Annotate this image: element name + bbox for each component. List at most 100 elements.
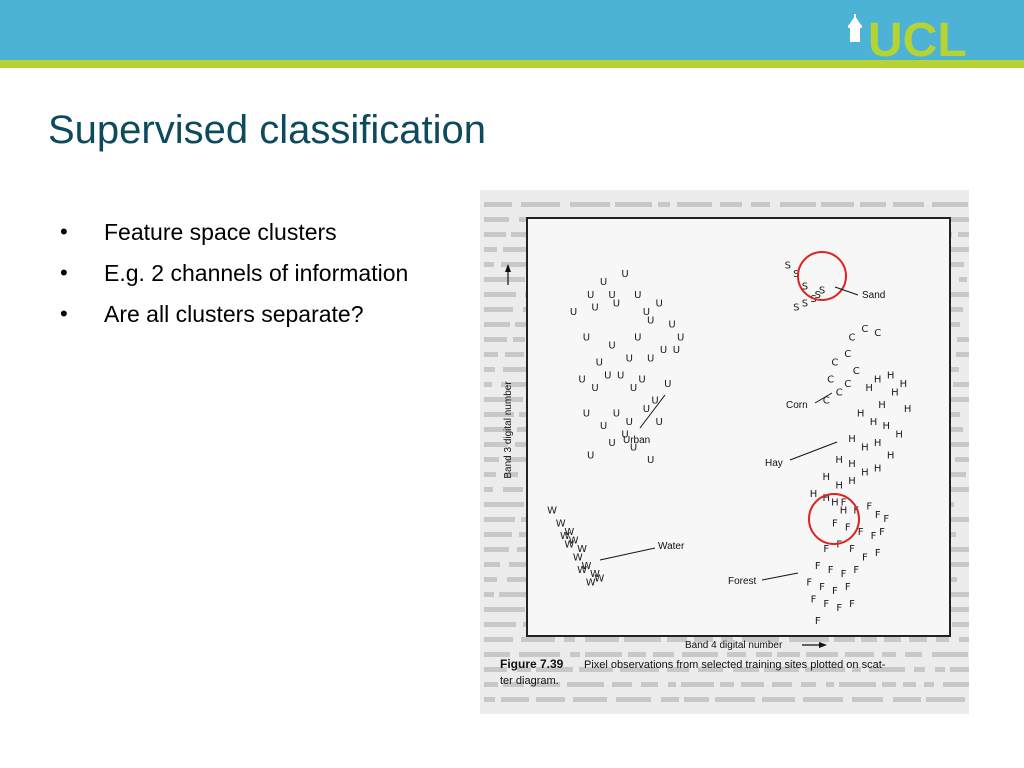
bleed-through-mark — [484, 292, 516, 297]
point-urban: U — [656, 298, 663, 309]
bleed-through-mark — [484, 352, 498, 357]
bleed-through-mark — [503, 487, 523, 492]
bleed-through-mark — [764, 667, 799, 672]
bleed-through-mark — [536, 667, 573, 672]
point-water: W — [547, 506, 557, 517]
point-hay: H — [861, 468, 869, 479]
point-urban: U — [638, 375, 645, 386]
bleed-through-mark — [935, 487, 969, 492]
point-hay: H — [904, 404, 912, 415]
logo-wordmark: UCL — [868, 14, 967, 60]
point-corn: C — [827, 375, 834, 386]
point-forest: F — [871, 531, 877, 542]
bleed-through-mark — [484, 547, 509, 552]
point-forest: F — [853, 506, 859, 517]
bleed-through-mark — [503, 367, 529, 372]
scatter-figure-svg: Band 3 digital number Band 4 digital num… — [484, 202, 969, 702]
point-urban: U — [613, 408, 620, 419]
bullet-item: • Are all clusters separate? — [58, 298, 408, 339]
bleed-through-mark — [720, 682, 734, 687]
point-urban: U — [617, 370, 624, 381]
point-forest: F — [841, 497, 847, 508]
point-urban: U — [634, 332, 641, 343]
point-urban: U — [643, 307, 650, 318]
bleed-through-mark — [484, 502, 524, 507]
point-hay: H — [891, 387, 899, 398]
bleed-through-mark — [957, 337, 969, 342]
y-axis-label: Band 3 digital number — [503, 381, 514, 479]
point-corn: C — [831, 358, 838, 369]
point-forest: F — [832, 518, 838, 529]
point-water: W — [564, 540, 574, 551]
point-water: W — [564, 527, 574, 538]
point-forest: F — [879, 527, 885, 538]
point-urban: U — [673, 345, 680, 356]
point-water: W — [573, 552, 583, 563]
bleed-through-mark — [484, 517, 515, 522]
point-urban: U — [600, 277, 607, 288]
bleed-through-mark — [585, 652, 622, 657]
bleed-through-mark — [882, 652, 896, 657]
bleed-through-mark — [505, 472, 518, 477]
bleed-through-mark — [484, 682, 498, 687]
point-urban: U — [604, 370, 611, 381]
point-forest: F — [853, 565, 859, 576]
bleed-through-mark — [484, 217, 509, 222]
bleed-through-mark — [501, 697, 529, 702]
point-urban: U — [647, 455, 654, 466]
bleed-through-mark — [721, 637, 733, 642]
bleed-through-mark — [517, 667, 531, 672]
bleed-through-mark — [801, 682, 816, 687]
bleed-through-mark — [951, 607, 969, 612]
point-water: W — [556, 518, 566, 529]
bullet-text: E.g. 2 channels of information — [104, 260, 409, 286]
bleed-through-mark — [567, 682, 604, 687]
point-forest: F — [862, 552, 868, 563]
point-corn: C — [874, 328, 881, 339]
point-corn: C — [849, 332, 856, 343]
bleed-through-mark — [893, 202, 924, 207]
bleed-through-mark — [742, 637, 779, 642]
bleed-through-mark — [484, 457, 499, 462]
bleed-through-mark — [942, 517, 969, 522]
bleed-through-mark — [932, 202, 968, 207]
bleed-through-mark — [762, 697, 795, 702]
bleed-through-mark — [521, 637, 555, 642]
point-corn: C — [844, 349, 851, 360]
bleed-through-mark — [519, 217, 531, 222]
bleed-through-mark — [958, 232, 969, 237]
bleed-through-mark — [484, 262, 494, 267]
bleed-through-mark — [952, 622, 969, 627]
bleed-through-mark — [803, 697, 843, 702]
point-sand: S — [802, 298, 808, 309]
bleed-through-mark — [935, 247, 969, 252]
point-hay: H — [848, 459, 856, 470]
bullet-marker: • — [60, 260, 68, 285]
point-hay: H — [835, 480, 843, 491]
bleed-through-mark — [667, 667, 689, 672]
bleed-through-mark — [852, 697, 883, 702]
bleed-through-mark — [903, 682, 916, 687]
label-urban: Urban — [623, 435, 650, 446]
label-hay: Hay — [765, 458, 783, 469]
bleed-through-mark — [484, 322, 510, 327]
label-sand: Sand — [862, 290, 885, 301]
point-urban: U — [596, 358, 603, 369]
point-corn: C — [836, 387, 843, 398]
ucl-logo: UCL — [848, 14, 967, 60]
point-forest: F — [806, 578, 812, 589]
bleed-through-mark — [935, 667, 945, 672]
bleed-through-mark — [884, 637, 901, 642]
bleed-through-mark — [681, 682, 714, 687]
bleed-through-mark — [484, 532, 512, 537]
point-urban: U — [587, 290, 594, 301]
bleed-through-mark — [501, 262, 540, 267]
bleed-through-mark — [777, 652, 800, 657]
bleed-through-mark — [741, 682, 764, 687]
bleed-through-mark — [484, 622, 516, 627]
bleed-through-mark — [720, 202, 742, 207]
bleed-through-mark — [484, 697, 495, 702]
bleed-through-mark — [924, 682, 934, 687]
bleed-through-mark — [684, 697, 709, 702]
point-forest: F — [875, 510, 881, 521]
